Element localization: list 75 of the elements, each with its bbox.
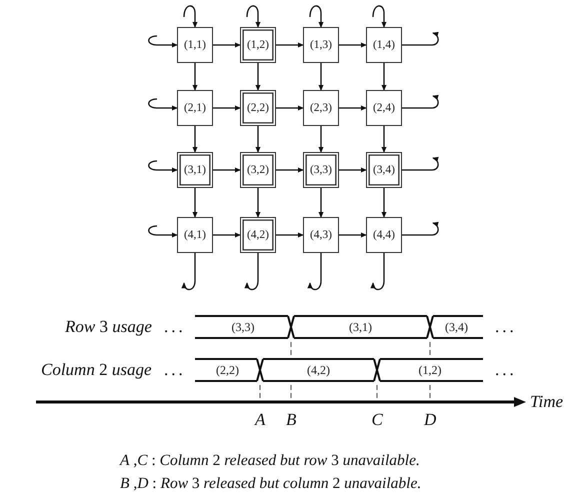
arrow (318, 188, 324, 218)
node-box: (1,3) (303, 27, 339, 63)
arrow (402, 95, 439, 109)
node-box: (3,4) (366, 152, 402, 188)
arrow (148, 35, 178, 48)
arrow (213, 167, 241, 173)
arrow (339, 232, 367, 238)
time-marker: A (255, 410, 266, 430)
arrow (255, 126, 261, 153)
arrow (318, 126, 324, 153)
time-marker: C (372, 410, 383, 430)
note: A ,C : Column 2 released but row 3 unavailable. (120, 452, 420, 470)
arrow (276, 42, 304, 48)
arrow (402, 32, 439, 46)
arrow (192, 126, 198, 153)
arrow (381, 63, 387, 91)
arrow (381, 126, 387, 153)
bus-segment: (1,2) (377, 359, 483, 381)
arrow (381, 188, 387, 218)
node-box: (2,1) (177, 90, 213, 126)
arrow (276, 232, 304, 238)
node-box: (1,1) (177, 27, 213, 63)
arrow (276, 105, 304, 111)
bus-segment: (2,2) (195, 359, 260, 381)
bus-segment: (3,1) (291, 316, 430, 338)
arrow (276, 167, 304, 173)
arrow (244, 253, 259, 290)
ellipsis: ... (164, 317, 186, 337)
bus-segment: (4,2) (260, 359, 377, 381)
node-box: (2,2) (240, 90, 276, 126)
ellipsis: ... (495, 360, 517, 380)
arrow (309, 5, 324, 28)
arrow (372, 5, 387, 28)
node-box: (4,3) (303, 217, 339, 253)
arrow (213, 42, 241, 48)
arrow (183, 5, 198, 28)
node-box: (4,1) (177, 217, 213, 253)
arrow (339, 42, 367, 48)
node-box: (3,2) (240, 152, 276, 188)
node-box: (4,2) (240, 217, 276, 253)
arrow (213, 232, 241, 238)
bus-segment: (3,3) (195, 316, 291, 338)
ellipsis: ... (495, 317, 517, 337)
arrow (402, 157, 439, 171)
node-box: (3,1) (177, 152, 213, 188)
node-box: (2,3) (303, 90, 339, 126)
arrow (370, 253, 385, 290)
arrow (213, 105, 241, 111)
arrow (192, 63, 198, 91)
arrow (148, 160, 178, 173)
arrow (339, 167, 367, 173)
note: B ,D : Row 3 released but column 2 unavailable. (120, 475, 422, 493)
arrow (308, 253, 322, 290)
arrow (192, 188, 198, 218)
node-box: (3,3) (303, 152, 339, 188)
bus-segment: (3,4) (430, 316, 483, 338)
node-box: (1,2) (240, 27, 276, 63)
arrow (255, 63, 261, 91)
axis-label: Time (530, 392, 564, 412)
arrow (339, 105, 367, 111)
node-box: (1,4) (366, 27, 402, 63)
time-marker: B (286, 410, 296, 430)
node-box: (2,4) (366, 90, 402, 126)
arrow (318, 63, 324, 91)
arrow (402, 222, 439, 236)
node-box: (4,4) (366, 217, 402, 253)
arrow (255, 188, 261, 218)
arrow (148, 225, 178, 238)
arrow (182, 253, 196, 290)
row-label: Row 3 usage (65, 317, 152, 337)
arrow (246, 5, 261, 28)
arrow (148, 98, 178, 111)
time-marker: D (424, 410, 436, 430)
row-label: Column 2 usage (41, 360, 152, 380)
ellipsis: ... (164, 360, 186, 380)
